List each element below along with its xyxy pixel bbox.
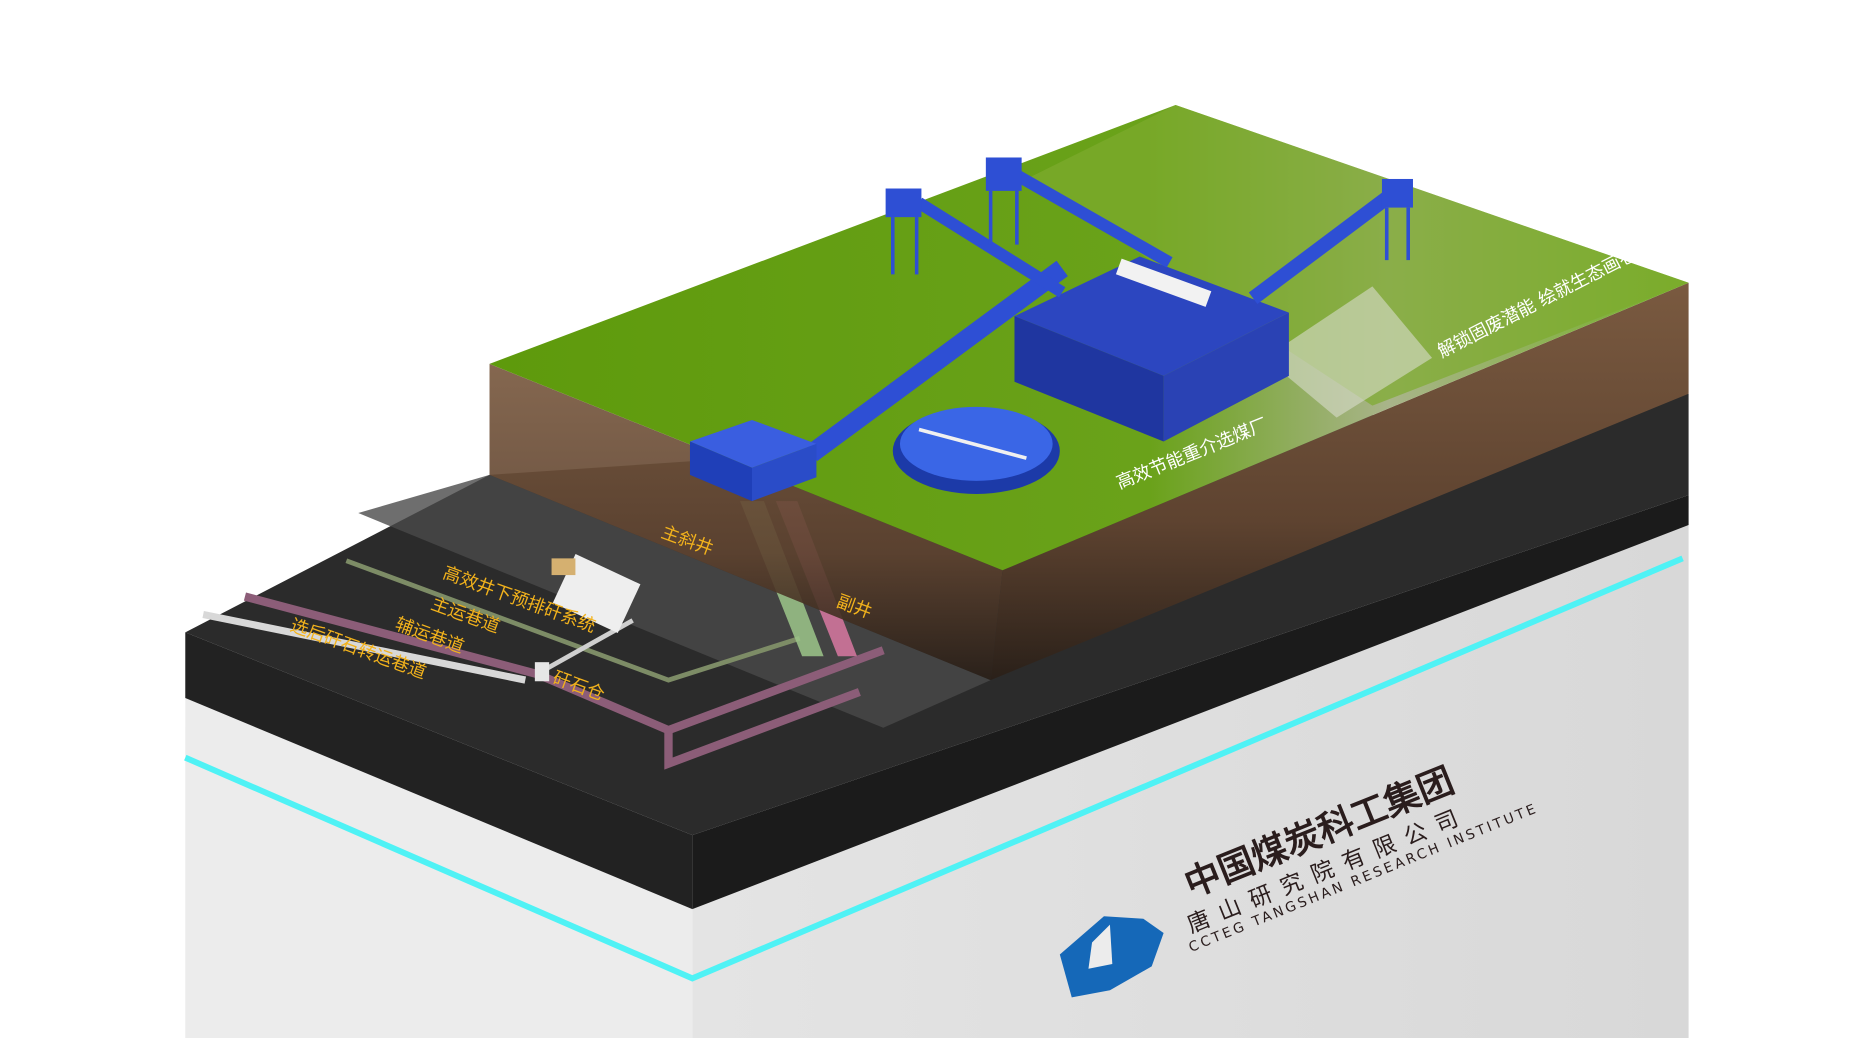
conveyor-upper [915, 197, 1066, 298]
shaft-house [689, 419, 817, 502]
roadways [202, 554, 885, 770]
conveyor-back [999, 161, 1173, 268]
gangue-bin [534, 662, 550, 682]
farmland [1026, 104, 1689, 406]
tower-right [1381, 178, 1413, 261]
gangue-transfer-roadway [202, 610, 527, 684]
auxiliary-roadway [243, 592, 885, 735]
main-roadway [345, 558, 801, 683]
conveyor-main [805, 260, 1068, 462]
main-building [1014, 256, 1289, 442]
preselection-equipment [551, 554, 641, 633]
coal-plant [689, 157, 1413, 502]
conveyor-right [1248, 185, 1401, 305]
cyan-accent-line [184, 555, 1684, 982]
tower-left [885, 188, 922, 275]
base-block [184, 495, 1689, 1038]
thickener-tank [892, 406, 1060, 494]
tower-back [985, 157, 1022, 245]
